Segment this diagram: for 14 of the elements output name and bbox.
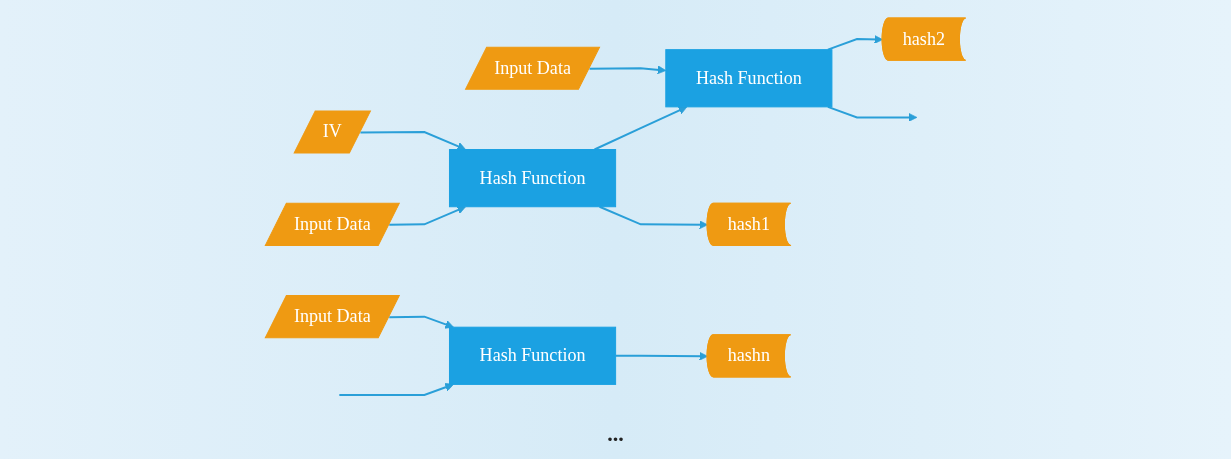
arrow — [615, 351, 708, 361]
arrow — [389, 315, 454, 329]
arrow — [599, 205, 708, 230]
arrow — [360, 130, 466, 151]
node-box: Hash Function — [449, 149, 617, 208]
arrow — [339, 382, 454, 396]
arrow — [827, 105, 918, 122]
arrow — [827, 35, 883, 51]
arrow — [589, 65, 667, 75]
node-box: Hash Function — [665, 49, 833, 108]
arrow — [594, 106, 688, 151]
node-box: Hash Function — [449, 326, 617, 385]
ellipsis-text: ... — [607, 421, 624, 446]
arrow — [389, 205, 466, 226]
